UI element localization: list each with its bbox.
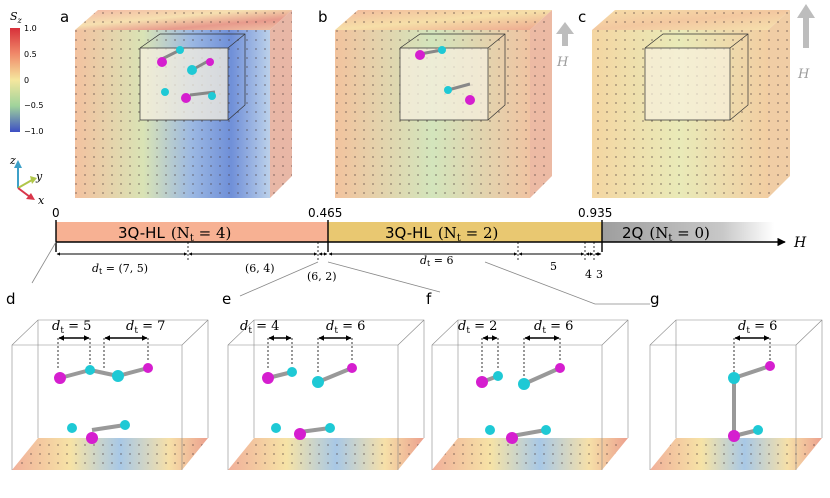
- phase-segment-label: 3Q-HL(Nt = 2): [385, 224, 498, 244]
- monopole-chain: [54, 363, 153, 444]
- phase-tick-0935: 0.935: [578, 206, 612, 220]
- field-arrow-c: H: [797, 4, 815, 82]
- field-arrow-b: H: [556, 22, 574, 70]
- phase-segment-label: 3Q-HL(Nt = 4): [118, 224, 231, 244]
- subrange-label: (6, 4): [245, 262, 275, 275]
- cube-c: [592, 10, 790, 198]
- phase-segment-2q: [602, 222, 774, 242]
- dt-right-label: dt = 6: [534, 319, 573, 336]
- panel-label-f: f: [426, 290, 432, 308]
- phase-bar: 0 0.465 0.935 3Q-HL(Nt = 4) 3Q-HL(Nt = 2…: [31, 206, 807, 305]
- dt-right-label: dt = 6: [738, 319, 777, 336]
- monopole-chain: [476, 363, 565, 444]
- bottom-panel-g: dt = 6: [649, 319, 823, 470]
- panel-label-c: c: [578, 8, 586, 26]
- colorbar-title: Sz: [10, 10, 23, 25]
- subrange-label: (6, 2): [307, 270, 337, 283]
- phase-axis-label: H: [793, 235, 807, 251]
- panel-label-g: g: [650, 290, 660, 308]
- phase-segment-label: 2Q(Nt = 0): [622, 224, 710, 244]
- subrange-label: dt = (7, 5): [92, 262, 148, 276]
- colorbar-gradient: [10, 28, 20, 132]
- colorbar-tick-label: −1.0: [24, 127, 43, 136]
- phase-segment-3q-nt2: [328, 222, 602, 242]
- cutout-region: [140, 48, 228, 120]
- phase-tick-0: 0: [52, 206, 60, 220]
- dt-right-label: dt = 6: [326, 319, 365, 336]
- subrange-label: dt = 6: [420, 254, 453, 268]
- dt-left-label: dt = 5: [52, 319, 91, 336]
- bottom-panel-d: dt = 5 dt = 7: [11, 319, 209, 470]
- cutout-region: [645, 48, 730, 120]
- colorbar-tick-label: 1.0: [24, 24, 37, 33]
- field-label: H: [797, 67, 810, 82]
- phase-tick-0465: 0.465: [308, 206, 342, 220]
- subrange-label: 4: [585, 268, 592, 281]
- dt-right-label: dt = 7: [126, 319, 165, 336]
- axis-z-label: z: [9, 154, 16, 167]
- colorbar-tick-label: 0.5: [24, 50, 37, 59]
- dt-left-label: dt = 4: [240, 319, 279, 336]
- monopole-chain: [157, 46, 216, 103]
- bottom-panel-e: dt = 4 dt = 6: [227, 319, 425, 470]
- monopole-chain: [262, 363, 357, 440]
- cube-b: [335, 10, 552, 198]
- panel-label-d: d: [6, 290, 16, 308]
- panel-label-b: b: [318, 8, 328, 26]
- panel-label-a: a: [60, 8, 69, 26]
- colorbar-tick-label: −0.5: [24, 101, 43, 110]
- cutout-region: [400, 48, 488, 120]
- colorbar: Sz 1.0 0.5 0 −0.5 −1.0: [10, 10, 43, 136]
- bottom-panel-f: dt = 2 dt = 6: [431, 319, 629, 470]
- panel-label-e: e: [222, 290, 231, 308]
- dt-left-label: dt = 2: [458, 319, 497, 336]
- subrange-label: 3: [596, 268, 603, 281]
- cube-a: [75, 10, 292, 198]
- axis-x-label: x: [38, 194, 45, 207]
- monopole-chain: [415, 46, 475, 105]
- subrange-label: 5: [550, 260, 557, 273]
- axis-y-label: y: [35, 170, 43, 183]
- axes-triad: z y x: [9, 154, 45, 207]
- colorbar-tick-label: 0: [24, 76, 29, 85]
- phase-segment-3q-nt4: [56, 222, 328, 242]
- monopole-chain: [728, 361, 775, 442]
- field-label: H: [556, 55, 569, 70]
